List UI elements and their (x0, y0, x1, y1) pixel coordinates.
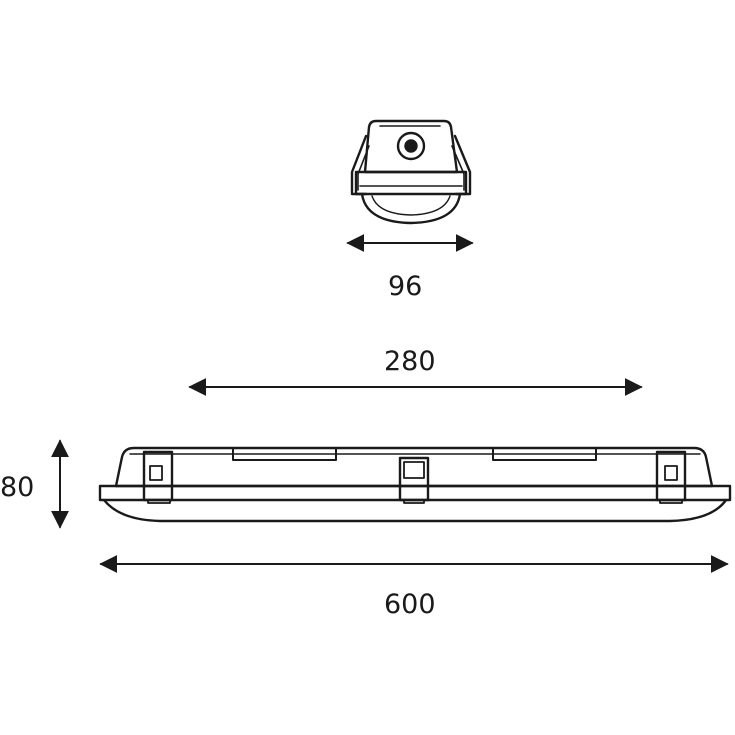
mounting-clip-right (655, 450, 687, 504)
end-view-flange (354, 170, 468, 196)
end-view-clip-right-inner (451, 145, 465, 191)
side-view-flange (98, 484, 732, 502)
mounting-clip-left (142, 450, 174, 504)
length-dimension-label: 600 (384, 589, 436, 620)
side-view-diffuser (102, 498, 728, 523)
side-view (98, 446, 732, 523)
label-plate-right (492, 447, 597, 461)
mount-spacing-dimension-label: 280 (384, 346, 436, 377)
label-plate-left (232, 447, 337, 461)
width-dimension-label: 96 (388, 271, 423, 302)
end-view-diffuser (360, 192, 462, 225)
cable-gland-outer (396, 131, 426, 161)
cable-gland-inner (404, 139, 418, 153)
end-view-clip-left-inner (357, 145, 370, 191)
end-view (350, 119, 472, 225)
height-dimension-label: 80 (0, 472, 35, 503)
end-view-diffuser-inner (371, 195, 451, 216)
side-view-housing (114, 446, 714, 488)
mounting-clip-center (398, 456, 430, 504)
